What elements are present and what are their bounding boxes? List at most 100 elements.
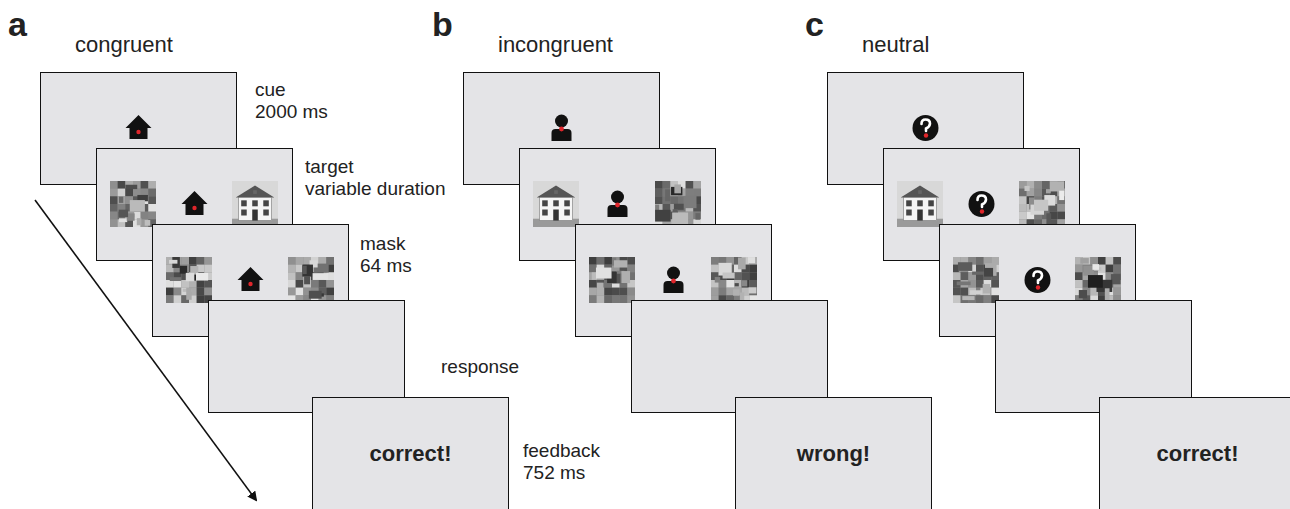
mask-fragment	[665, 189, 670, 201]
mask-cell	[204, 288, 212, 296]
mask-fragment	[958, 262, 972, 271]
neutral-cue-icon	[969, 191, 995, 217]
mask-cell	[604, 257, 612, 265]
mask-fragment	[186, 273, 195, 281]
mask-cell	[319, 280, 327, 288]
mask-cell	[1057, 212, 1065, 220]
mask-cell	[1019, 196, 1027, 204]
mask-cell	[296, 265, 304, 273]
mask-cell	[953, 288, 961, 296]
house-cue-icon	[182, 191, 208, 215]
mask-fragment	[695, 213, 700, 220]
mask-fragment	[735, 283, 739, 286]
mask-cell	[711, 288, 719, 296]
mask-fragment	[970, 290, 982, 294]
mask-cell	[749, 265, 757, 273]
mask-cell	[734, 280, 742, 288]
mask-fragment	[733, 289, 740, 295]
mask-fragment	[983, 284, 991, 293]
mask-fragment	[655, 210, 671, 222]
screen-frame	[996, 301, 1192, 413]
screen-frame	[209, 301, 405, 413]
mask-cell	[174, 280, 182, 288]
mask-cell	[749, 272, 757, 280]
mask-cell	[204, 280, 212, 288]
condition-title: incongruent	[498, 33, 613, 57]
mask-fragment	[304, 276, 310, 284]
mask-cell	[670, 196, 678, 204]
mask-fragment	[119, 218, 127, 222]
mask-cell	[148, 204, 156, 212]
mask-cell	[742, 272, 750, 280]
mask-fragment	[1079, 290, 1087, 298]
mask-cell	[1075, 265, 1083, 273]
mask-cell	[726, 288, 734, 296]
mask-cell	[204, 265, 212, 273]
mask-cell	[1113, 257, 1121, 265]
mask-cell	[655, 196, 663, 204]
mask-fragment	[1046, 213, 1051, 224]
house-cue-icon	[238, 267, 264, 291]
scrambled-mask	[953, 257, 999, 303]
mask-cell	[976, 265, 984, 273]
mask-cell	[288, 280, 296, 288]
panel-letter: b	[432, 6, 453, 43]
trial-sequence	[828, 73, 1192, 413]
house-photo	[232, 181, 278, 227]
mask-cell	[991, 280, 999, 288]
step-label: response	[441, 357, 519, 378]
mask-cell	[296, 272, 304, 280]
mask-cell	[148, 196, 156, 204]
mask-fragment	[674, 184, 681, 193]
mask-cell	[693, 189, 701, 197]
mask-cell	[663, 181, 671, 189]
mask-fragment	[984, 268, 993, 277]
mask-cell	[589, 272, 597, 280]
mask-fragment	[1080, 258, 1088, 264]
mask-cell	[110, 196, 118, 204]
mask-cell	[326, 257, 334, 265]
scrambled-mask	[288, 257, 334, 303]
mask-cell	[189, 257, 197, 265]
mask-fragment	[748, 257, 755, 263]
mask-fragment	[749, 287, 757, 293]
screen-frame	[632, 301, 828, 413]
mask-fragment	[1092, 264, 1099, 270]
step-label: variable duration	[305, 179, 445, 200]
mask-cell	[141, 181, 149, 189]
face-cue-icon	[608, 191, 628, 218]
mask-cell	[181, 257, 189, 265]
mask-cell	[1106, 257, 1114, 265]
mask-cell	[604, 295, 612, 303]
mask-cell	[589, 295, 597, 303]
mask-fragment	[597, 283, 604, 294]
mask-cell	[326, 280, 334, 288]
mask-cell	[288, 272, 296, 280]
mask-fragment	[972, 272, 985, 275]
mask-cell	[110, 204, 118, 212]
mask-fragment	[196, 273, 208, 281]
mask-fragment	[740, 292, 744, 301]
mask-cell	[326, 288, 334, 296]
mask-cell	[612, 295, 620, 303]
mask-cell	[589, 265, 597, 273]
neutral-cue-icon	[913, 115, 939, 141]
mask-cell	[166, 295, 174, 303]
mask-fragment	[1088, 275, 1103, 288]
scrambled-mask	[166, 257, 212, 303]
mask-cell	[627, 257, 635, 265]
mask-cell	[1019, 204, 1027, 212]
feedback-text: wrong!	[797, 441, 870, 467]
mask-fragment	[1034, 200, 1048, 211]
mask-cell	[1057, 204, 1065, 212]
mask-cell	[597, 257, 605, 265]
mask-cell	[1042, 181, 1050, 189]
mask-fragment	[1024, 186, 1029, 191]
mask-cell	[627, 288, 635, 296]
mask-cell	[655, 181, 663, 189]
mask-cell	[197, 257, 205, 265]
scrambled-mask	[589, 257, 635, 303]
mask-cell	[686, 189, 694, 197]
mask-cell	[166, 288, 174, 296]
mask-cell	[1113, 288, 1121, 296]
